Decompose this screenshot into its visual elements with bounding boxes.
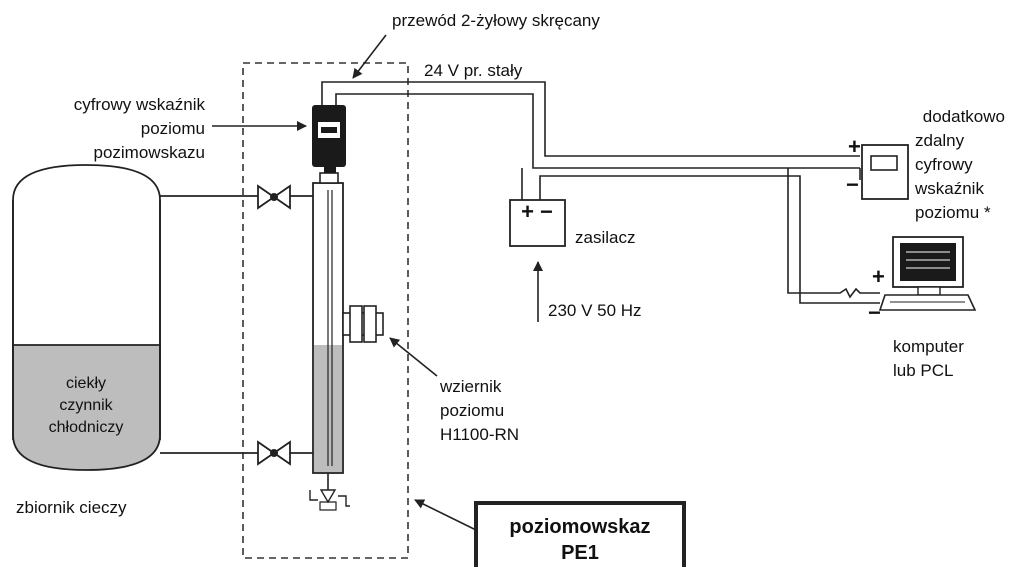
- remote-label-line2: zdalny: [915, 131, 965, 150]
- computer-minus-sign: −: [868, 300, 881, 325]
- gauge-enclosure-dashed: [242, 62, 409, 559]
- remote-indicator-icon: [861, 144, 909, 200]
- product-arrow: [414, 499, 477, 531]
- sight-glass-label-line1: wziernik: [439, 377, 502, 396]
- tank-liquid-label-line2: czynnik: [59, 397, 113, 414]
- remote-label-line3: cyfrowy: [915, 155, 973, 174]
- remote-label-line5: poziomu *: [915, 203, 991, 222]
- computer-icon: [878, 236, 977, 311]
- indicator-label-line3: pozimowskazu: [94, 143, 206, 162]
- psu-label: zasilacz: [575, 228, 635, 247]
- psu-wires: [521, 168, 880, 304]
- drain-valve-icon: [319, 489, 337, 504]
- product-name: poziomowskaz: [509, 516, 650, 538]
- sight-glass-icon: [342, 305, 384, 343]
- product-code: PE1: [561, 542, 599, 564]
- two-wire-cable: [321, 81, 860, 169]
- tank-liquid-label-line3: chłodniczy: [49, 419, 124, 436]
- indicator-label-line1: cyfrowy wskaźnik: [74, 95, 206, 114]
- digital-level-indicator: [312, 105, 346, 173]
- psu-terminals-label: + −: [521, 199, 553, 224]
- product-box: [474, 501, 686, 572]
- liquid-tank: [12, 164, 161, 471]
- power-supply-box: [509, 199, 566, 247]
- cable-label: przewód 2-żyłowy skręcany: [392, 11, 600, 30]
- cable-arrow: [352, 34, 387, 79]
- tank-caption: zbiornik cieczy: [16, 498, 127, 517]
- gauge-column: [309, 172, 350, 511]
- computer-label-line1: komputer: [893, 337, 964, 356]
- tank-liquid-label-line1: ciekły: [66, 375, 106, 392]
- remote-label-line4: wskaźnik: [914, 179, 984, 198]
- computer-label-line2: lub PCL: [893, 361, 953, 380]
- voltage-dc-label: 24 V pr. stały: [424, 61, 523, 80]
- remote-plus-sign: +: [848, 134, 861, 159]
- sight-glass-label-line2: poziomu: [440, 401, 504, 420]
- mains-label: 230 V 50 Hz: [548, 301, 642, 320]
- remote-minus-sign: −: [846, 172, 859, 197]
- sight-glass-arrow: [389, 337, 438, 377]
- upper-valve-icon: [257, 184, 291, 210]
- tank-liquid-fill: [12, 344, 161, 471]
- indicator-label-line2: poziomu: [141, 119, 205, 138]
- computer-plus-sign: +: [872, 264, 885, 289]
- lower-valve-icon: [257, 440, 291, 466]
- sight-glass-label-line3: H1100-RN: [440, 425, 519, 444]
- remote-label-line1: dodatkowo: [923, 107, 1005, 126]
